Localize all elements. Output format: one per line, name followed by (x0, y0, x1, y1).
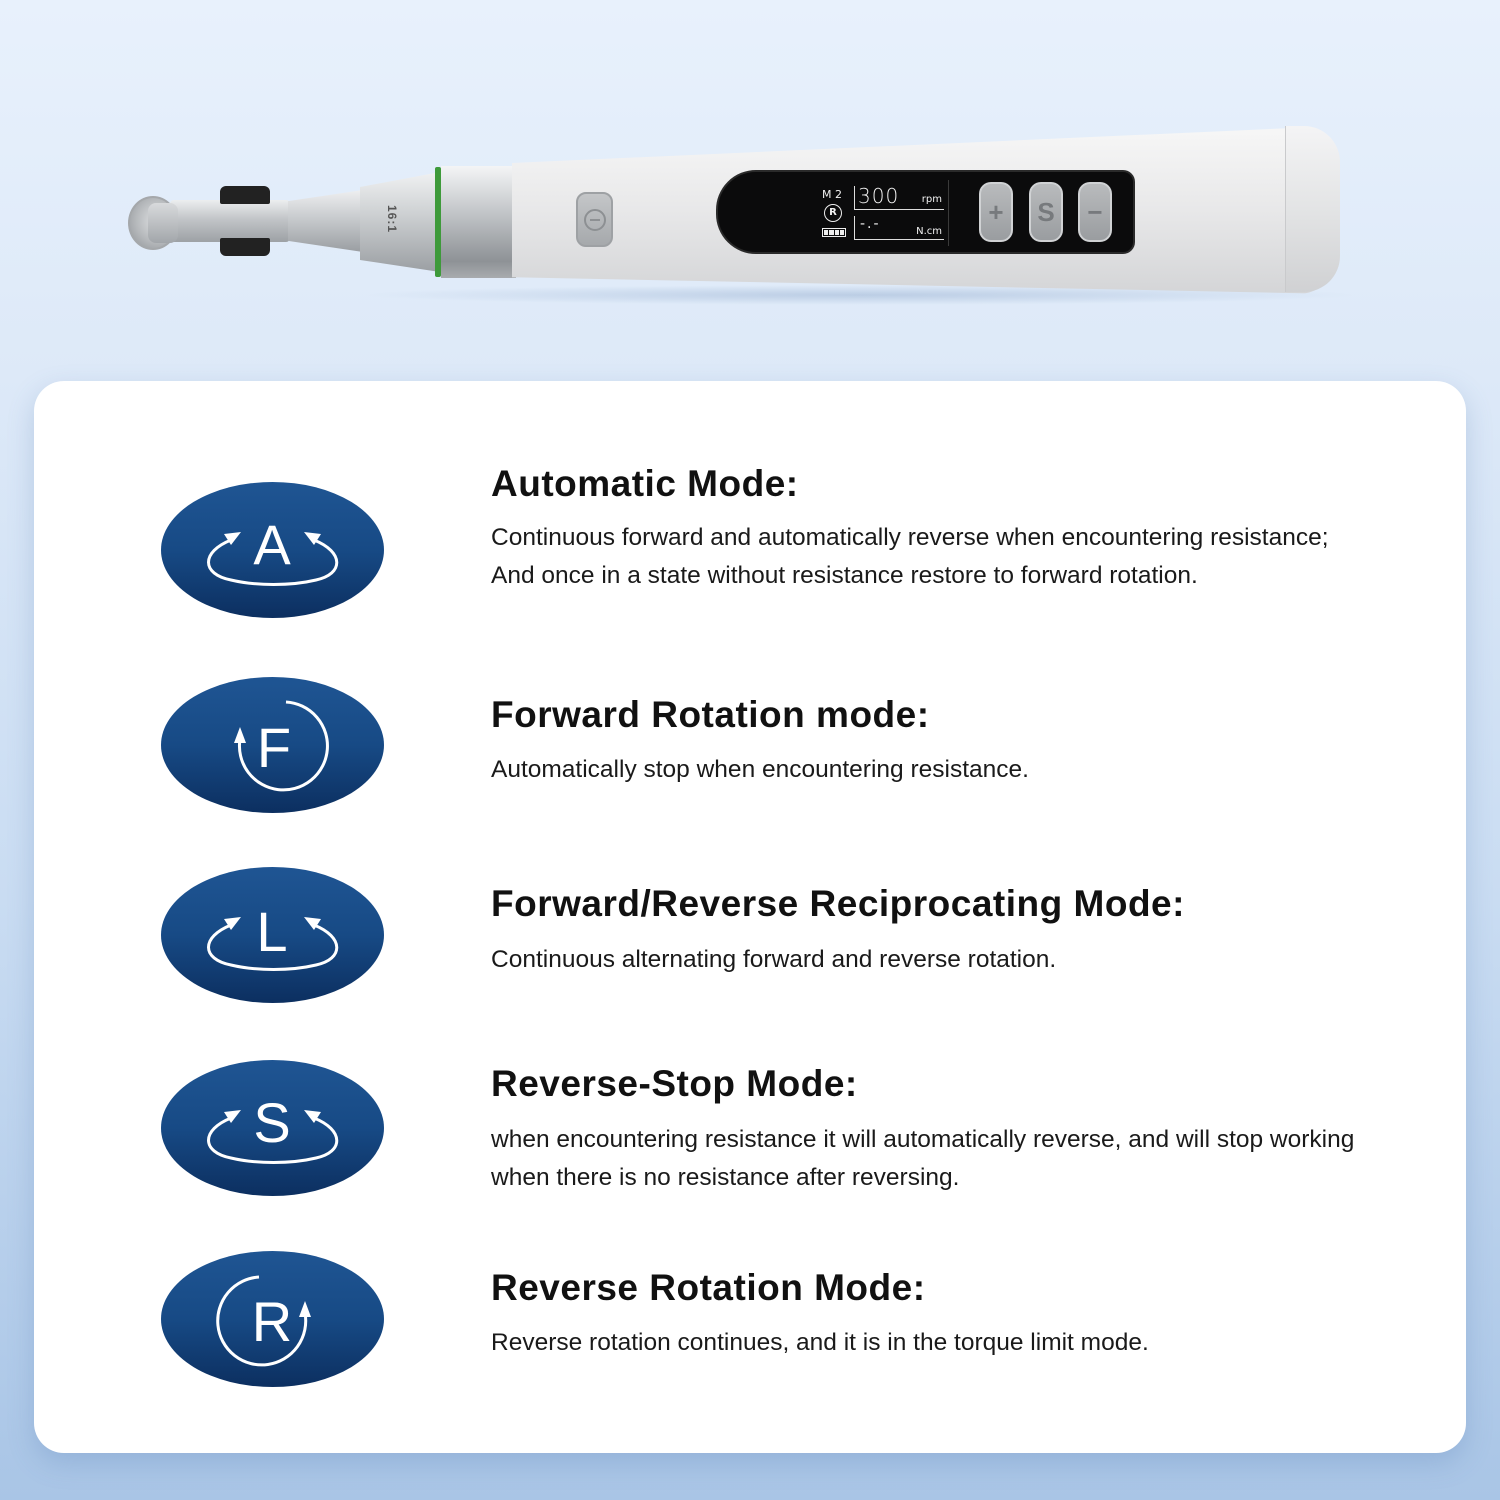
svg-text:F: F (257, 716, 291, 779)
svg-text:L: L (256, 900, 287, 963)
speed-unit: rpm (921, 194, 942, 205)
endomotor-device-image: 16:1 M 2 R 300 rpm -.- N.cm + S − (0, 0, 1500, 340)
mode-title: Forward/Reverse Reciprocating Mode: (491, 883, 1185, 924)
forward-rotation-icon: F (161, 677, 384, 813)
battery-icon (822, 228, 846, 237)
oled-screen: M 2 R 300 rpm -.- N.cm (818, 182, 948, 244)
reverse-rotation-icon: R (161, 1251, 384, 1387)
head-clip-top (220, 186, 270, 204)
svg-text:R: R (252, 1290, 292, 1353)
speed-readout: 300 rpm (854, 184, 944, 210)
metal-coupling (441, 166, 516, 278)
torque-value: -.- (860, 216, 881, 232)
torque-unit: N.cm (916, 226, 942, 237)
handpiece-taper (288, 190, 363, 252)
reverse-direction-icon: R (824, 204, 842, 222)
power-icon (583, 208, 606, 231)
bidirectional-rotation-icon: S (161, 1060, 384, 1196)
push-button-cap (148, 203, 178, 243)
rotation-arrows-icon: A (207, 513, 339, 586)
torque-readout: -.- N.cm (854, 216, 944, 240)
mode-title: Reverse Rotation Mode: (491, 1267, 926, 1308)
select-button[interactable]: S (1029, 182, 1063, 242)
handpiece-sleeve (360, 172, 440, 272)
mode-title: Forward Rotation mode: (491, 694, 930, 735)
mode-description: Automatically stop when encountering res… (491, 756, 1029, 783)
contra-angle-neck (170, 200, 290, 242)
gear-ratio-label: 16:1 (385, 204, 400, 234)
head-clip-bottom (220, 238, 270, 256)
power-button[interactable] (576, 192, 613, 247)
mode-title: Reverse-Stop Mode: (491, 1063, 858, 1104)
mode-description: Reverse rotation continues, and it is in… (491, 1329, 1149, 1356)
rotation-arrows-icon: S (207, 1091, 339, 1164)
control-panel: M 2 R 300 rpm -.- N.cm + S − (716, 170, 1135, 254)
reverse-arrow-icon: R (216, 1275, 311, 1367)
mode-description: when encountering resistance it will aut… (491, 1126, 1355, 1191)
mode-title: Automatic Mode: (491, 463, 799, 504)
mode-description: Continuous forward and automatically rev… (491, 524, 1329, 589)
rotation-arrows-icon: L (207, 900, 339, 971)
bidirectional-rotation-icon: A (161, 482, 384, 618)
program-mode-label: M 2 (822, 188, 842, 201)
modes-card: A Automatic Mode: Continuous forward and… (34, 381, 1466, 1453)
motor-end-cap (1285, 126, 1340, 292)
green-ratio-ring (435, 167, 441, 277)
forward-arrow-icon: F (234, 700, 329, 792)
speed-value: 300 (858, 184, 900, 208)
svg-text:A: A (253, 513, 291, 576)
bidirectional-rotation-icon: L (161, 867, 384, 1003)
increase-button[interactable]: + (979, 182, 1013, 242)
svg-text:S: S (253, 1091, 290, 1154)
mode-description: Continuous alternating forward and rever… (491, 946, 1057, 973)
panel-divider (948, 180, 949, 246)
device-shadow (360, 285, 1360, 305)
decrease-button[interactable]: − (1078, 182, 1112, 242)
